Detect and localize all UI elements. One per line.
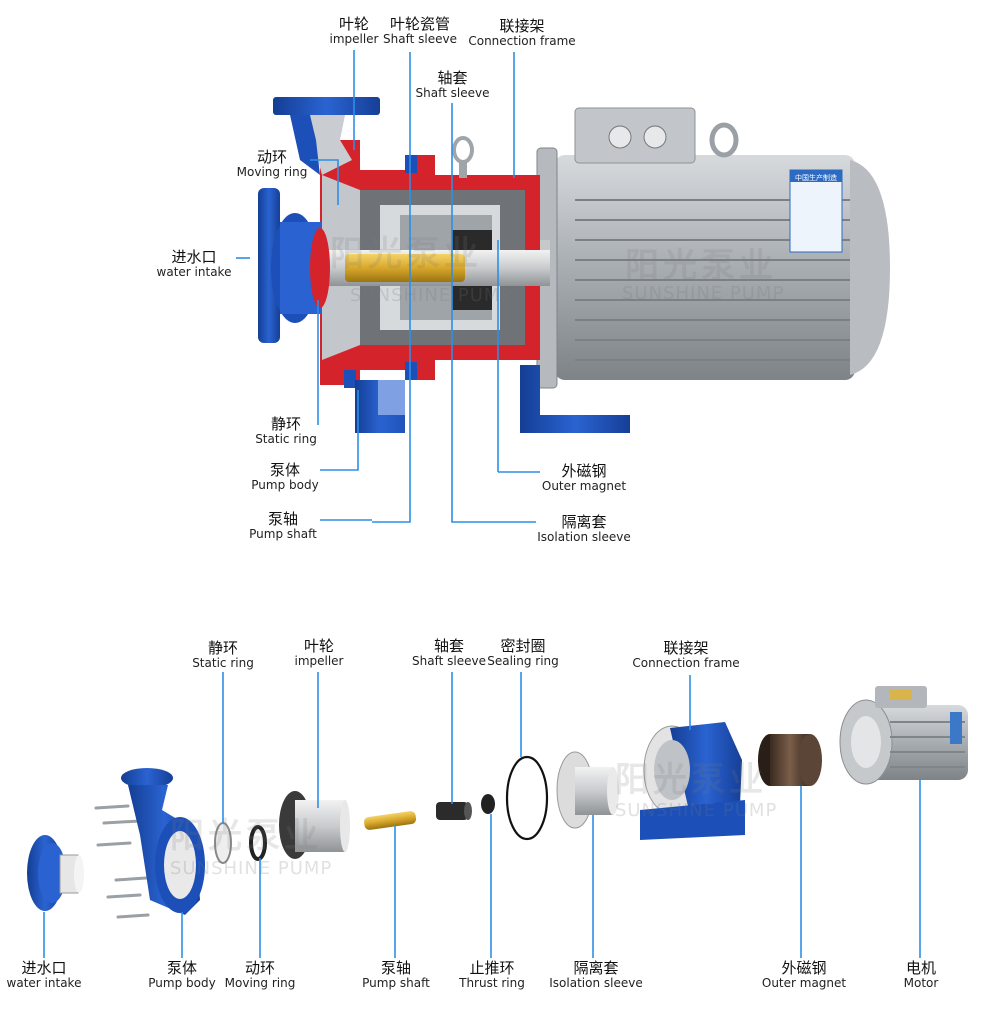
part-motor (839, 686, 968, 785)
inlet-flange (258, 188, 330, 343)
motor-nameplate-title: 中国生产制造 (795, 173, 837, 182)
watermark-en: SUNSHINE PUMP (615, 800, 778, 821)
watermark-en: SUNSHINE PUMP (170, 858, 333, 879)
part-sealing-ring (505, 755, 549, 841)
part-moving-ring (249, 825, 267, 861)
part-impeller (279, 791, 350, 859)
part-outer-magnet (758, 734, 822, 786)
watermark-zh: 阳光泵业 (170, 816, 322, 856)
exploded-pump-drawing (27, 686, 968, 919)
watermark-zh: 阳光泵业 (625, 246, 777, 286)
watermark-en: SUNSHINE PUMP (350, 285, 513, 306)
part-pump-body (121, 768, 205, 915)
part-bolts (94, 804, 150, 919)
part-shaft-sleeve (436, 802, 472, 820)
leader-lines (43, 50, 921, 958)
watermark-en: SUNSHINE PUMP (622, 283, 785, 304)
part-isolation-sleeve (556, 751, 619, 829)
part-water-intake (27, 835, 84, 911)
watermark-zh: 阳光泵业 (615, 760, 767, 800)
part-connection-frame (640, 722, 745, 840)
motor-cutaway: 中国生产制造 (510, 107, 890, 433)
watermark-zh: 阳光泵业 (330, 234, 482, 274)
part-thrust-ring (481, 794, 495, 814)
part-pump-shaft (364, 811, 417, 830)
